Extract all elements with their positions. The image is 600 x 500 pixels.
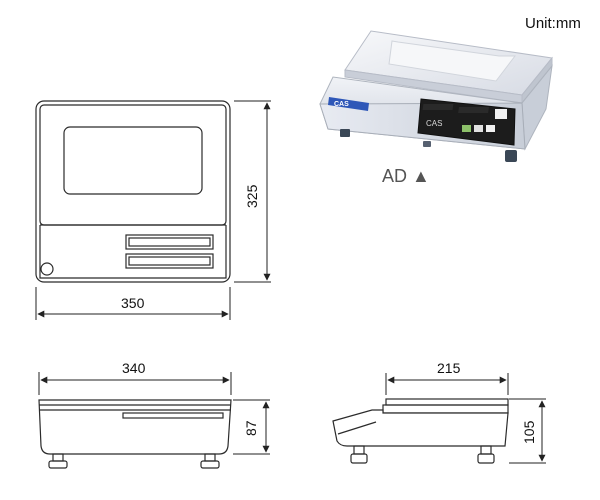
front-width-label: 340 <box>122 360 146 376</box>
unit-label: Unit:mm <box>525 15 581 32</box>
logo-text: CAS <box>334 101 349 108</box>
panel-brand: CAS <box>426 119 442 128</box>
side-height-label: 105 <box>521 420 537 444</box>
side-depth-label: 215 <box>437 360 461 376</box>
front-view-drawing <box>38 399 232 469</box>
product-caption: AD ▲ <box>382 166 430 186</box>
product-image: CAS CAS <box>319 30 553 162</box>
top-depth-label: 325 <box>244 184 260 208</box>
front-height-label: 87 <box>243 420 259 436</box>
dimension-lines <box>35 100 546 464</box>
top-view-drawing <box>35 100 231 283</box>
side-view-drawing <box>332 398 509 464</box>
top-width-label: 350 <box>121 295 145 311</box>
